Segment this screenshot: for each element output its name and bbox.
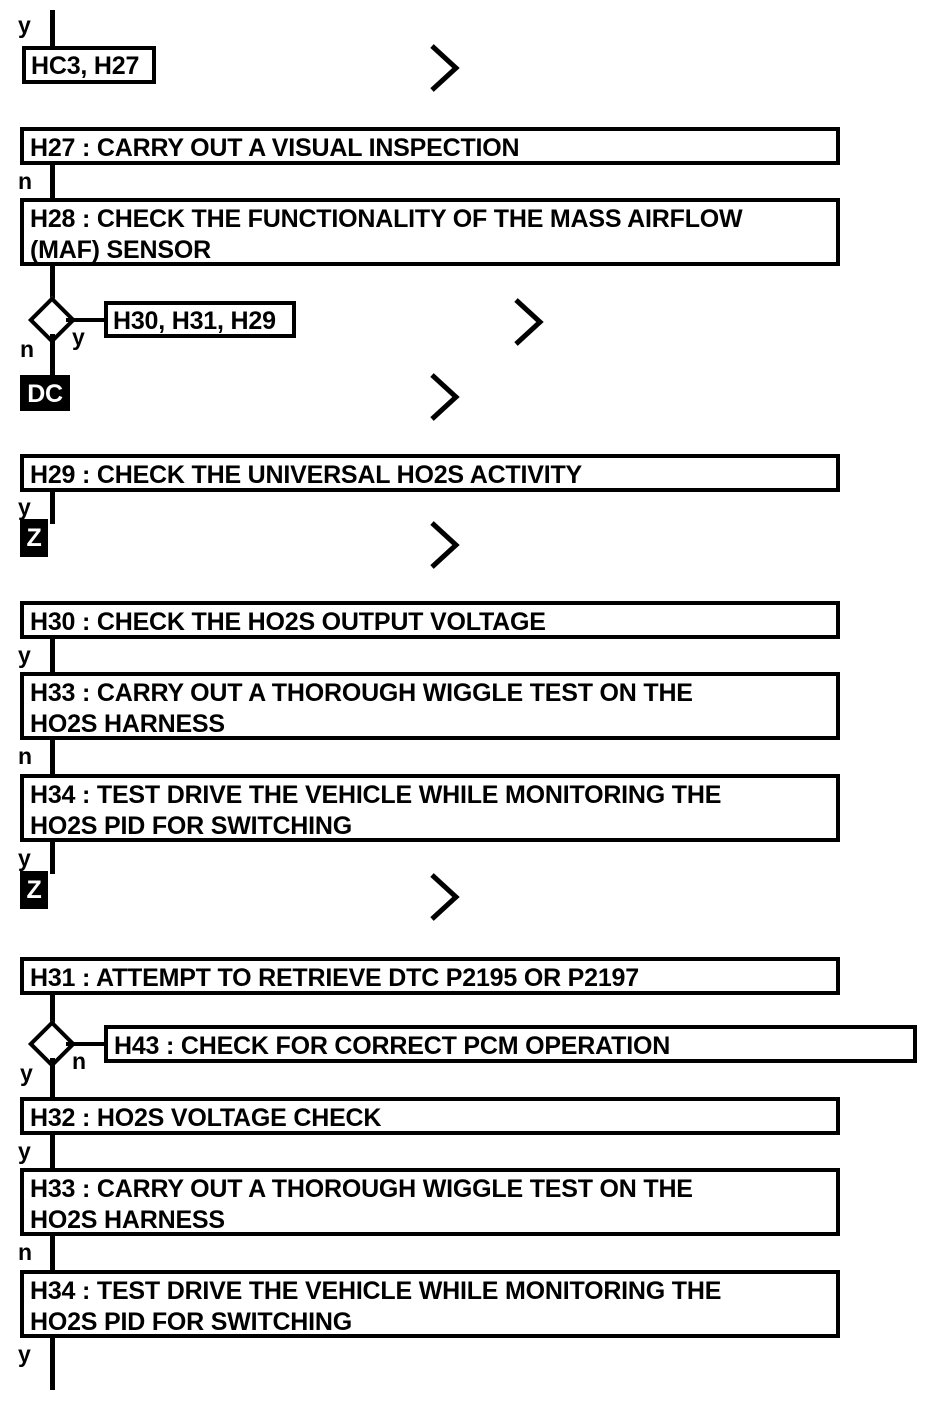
branch-label-h33a-out: n (18, 743, 33, 769)
branch-label-h32-out: y (18, 1138, 31, 1164)
ref-node-hc3-h27[interactable]: HC3, H27 (22, 46, 156, 84)
offpage-chevron-icon-1 (428, 42, 462, 94)
terminator-node-z-1[interactable]: Z (20, 519, 48, 557)
process-box-h31[interactable]: H31 : ATTEMPT TO RETRIEVE DTC P2195 OR P… (20, 957, 840, 995)
process-box-h29[interactable]: H29 : CHECK THE UNIVERSAL HO2S ACTIVITY (20, 454, 840, 492)
process-box-h34-b[interactable]: H34 : TEST DRIVE THE VEHICLE WHILE MONIT… (20, 1270, 840, 1338)
process-box-h33-b[interactable]: H33 : CARRY OUT A THOROUGH WIGGLE TEST O… (20, 1168, 840, 1236)
branch-label-decision1-yes: y (72, 324, 85, 350)
offpage-chevron-icon-5 (428, 871, 462, 923)
connector-h29-z1 (50, 492, 55, 524)
connector-entry (50, 10, 55, 46)
offpage-chevron-icon-2 (512, 296, 546, 348)
branch-label-decision2-yes: y (20, 1060, 33, 1086)
connector-h34a-z2 (50, 842, 55, 874)
connector-h30-h33a (50, 639, 55, 672)
branch-label-h34b-out: y (18, 1341, 31, 1367)
process-box-h28[interactable]: H28 : CHECK THE FUNCTIONALITY OF THE MAS… (20, 198, 840, 266)
connector-h28-decision1 (50, 266, 55, 306)
ref-node-h30-h31-h29[interactable]: H30, H31, H29 (104, 301, 296, 338)
process-box-h33-a[interactable]: H33 : CARRY OUT A THOROUGH WIGGLE TEST O… (20, 672, 840, 740)
connector-h33b-h34b (50, 1236, 55, 1270)
process-box-h43[interactable]: H43 : CHECK FOR CORRECT PCM OPERATION (104, 1025, 917, 1063)
connector-decision1-yes (66, 318, 104, 322)
process-box-h34-a[interactable]: H34 : TEST DRIVE THE VEHICLE WHILE MONIT… (20, 774, 840, 842)
connector-h27-h28 (50, 165, 55, 198)
connector-decision2-no (66, 1042, 104, 1046)
process-box-h27[interactable]: H27 : CARRY OUT A VISUAL INSPECTION (20, 127, 840, 165)
offpage-chevron-icon-4 (428, 519, 462, 571)
terminator-node-z-2[interactable]: Z (20, 871, 48, 909)
branch-label-h29-out: y (18, 494, 31, 520)
branch-label-decision2-no: n (72, 1048, 87, 1074)
terminator-node-dc[interactable]: DC (20, 375, 70, 411)
process-box-h32[interactable]: H32 : HO2S VOLTAGE CHECK (20, 1097, 840, 1135)
process-box-h30[interactable]: H30 : CHECK THE HO2S OUTPUT VOLTAGE (20, 601, 840, 639)
offpage-chevron-icon-3 (428, 371, 462, 423)
branch-label-h33b-out: n (18, 1239, 33, 1265)
branch-label-entry: y (18, 12, 31, 38)
connector-h32-h33b (50, 1135, 55, 1168)
connector-h34b-exit (50, 1338, 55, 1390)
branch-label-h27-out: n (18, 168, 33, 194)
connector-h33a-h34a (50, 740, 55, 774)
branch-label-decision1-no: n (20, 336, 35, 362)
branch-label-h30-out: y (18, 642, 31, 668)
connector-decision2-yes (50, 1058, 55, 1097)
connector-decision1-no (50, 334, 55, 376)
connector-h31-decision2 (50, 995, 55, 1027)
branch-label-h34a-out: y (18, 845, 31, 871)
